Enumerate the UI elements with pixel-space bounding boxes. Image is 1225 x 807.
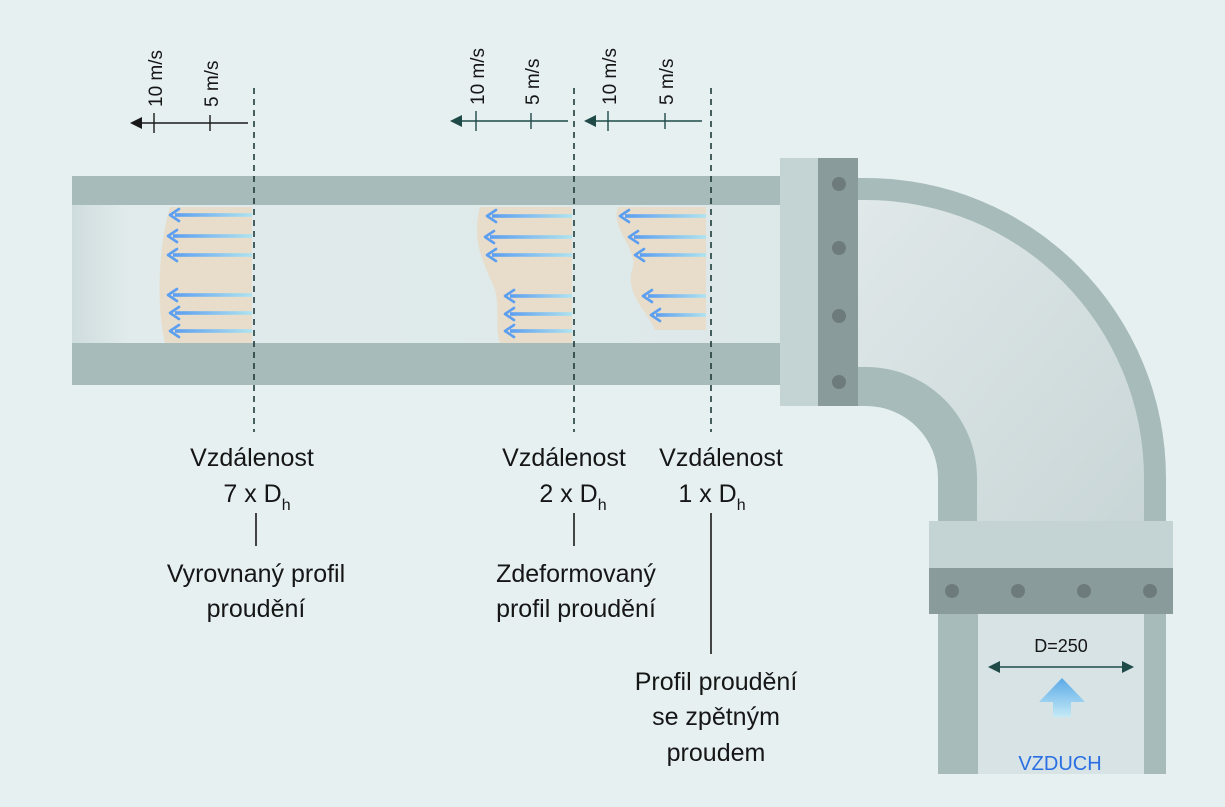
- inlet-duct: [929, 521, 1173, 774]
- duct-top-wall: [72, 176, 784, 205]
- flow-arrowhead-icon: [168, 207, 181, 223]
- flow-arrow-line: [173, 293, 252, 297]
- scale-label-10: 10 m/s: [600, 48, 621, 105]
- flow-arrowhead-icon: [503, 323, 516, 339]
- distance-multiplier: 1 x Dh: [678, 480, 745, 514]
- flow-arrow-line: [175, 329, 252, 333]
- flow-arrowhead-icon: [168, 323, 181, 339]
- inlet-collar: [929, 521, 1173, 568]
- flow-arrow-line: [648, 294, 706, 298]
- vertical-flange: [780, 158, 858, 406]
- velocity-scale-3: 10 m/s 5 m/s: [584, 48, 702, 131]
- distance-label: Vzdálenost: [659, 444, 783, 472]
- description-line-1: Vyrovnaný profil: [167, 560, 345, 588]
- flow-arrow-line: [640, 253, 706, 257]
- inlet-wall-right: [1144, 614, 1166, 774]
- air-up-arrow-icon: [1039, 678, 1085, 717]
- flow-arrow-line: [492, 253, 572, 257]
- bolt-icon: [832, 177, 846, 191]
- scale-arrowhead-icon: [450, 115, 462, 127]
- description-line-1: Zdeformovaný: [496, 560, 656, 588]
- flow-arrow-line: [175, 311, 252, 315]
- bolt-icon: [945, 584, 959, 598]
- duct-elbow: [858, 178, 1166, 522]
- velocity-profile-straight: [159, 207, 252, 343]
- flow-arrowhead-icon: [618, 208, 631, 224]
- flow-arrow-line: [634, 235, 706, 239]
- scale-label-5: 5 m/s: [202, 61, 223, 107]
- bolt-icon: [832, 375, 846, 389]
- velocity-profile-deformed: [477, 207, 572, 343]
- flow-arrowhead-icon: [485, 247, 498, 263]
- duct-bottom-wall: [72, 343, 784, 385]
- scale-label-5: 5 m/s: [523, 59, 544, 105]
- scale-arrowhead-icon: [130, 117, 142, 129]
- flow-arrow-line: [510, 294, 572, 298]
- section-1dh: Vzdálenost 1 x Dh Profil proudění se zpě…: [635, 444, 798, 767]
- description-line-2: se zpětným: [652, 703, 780, 731]
- flow-arrow-line: [173, 234, 252, 238]
- description-line-2: proudění: [207, 595, 306, 623]
- section-2dh: Vzdálenost 2 x Dh Zdeformovaný profil pr…: [496, 444, 656, 623]
- flow-arrowhead-icon: [168, 305, 181, 321]
- air-label: VZDUCH: [1018, 753, 1101, 775]
- scale-label-5: 5 m/s: [657, 59, 678, 105]
- distance-label: Vzdálenost: [502, 444, 626, 472]
- velocity-scale-1: 10 m/s 5 m/s: [130, 50, 248, 133]
- flow-arrowhead-icon: [166, 247, 179, 263]
- flow-arrowhead-icon: [627, 229, 640, 245]
- bolt-icon: [832, 309, 846, 323]
- flow-arrowhead-icon: [503, 288, 516, 304]
- flow-arrow-line: [625, 214, 706, 218]
- flow-arrow-line: [510, 329, 572, 333]
- bolt-icon: [1077, 584, 1091, 598]
- flow-arrowhead-icon: [166, 228, 179, 244]
- description-line-1: Profil proudění: [635, 668, 798, 696]
- elbow-inner: [858, 200, 1144, 522]
- flow-arrowhead-icon: [641, 288, 654, 304]
- section-7dh: Vzdálenost 7 x Dh Vyrovnaný profil proud…: [167, 444, 345, 623]
- flow-arrow-line: [175, 213, 252, 217]
- bolt-icon: [1011, 584, 1025, 598]
- diameter-label: D=250: [1034, 636, 1088, 656]
- flow-arrowhead-icon: [649, 307, 662, 323]
- flow-arrow-line: [656, 313, 706, 317]
- bolt-icon: [1143, 584, 1157, 598]
- flange-plate: [818, 158, 858, 406]
- flow-arrowhead-icon: [166, 287, 179, 303]
- flow-arrow-line: [492, 214, 572, 218]
- distance-multiplier: 7 x Dh: [223, 480, 290, 514]
- inlet-annotation: D=250 VZDUCH: [988, 636, 1134, 775]
- inlet-wall-left: [938, 614, 978, 774]
- bolt-icon: [832, 241, 846, 255]
- flow-arrowhead-icon: [633, 247, 646, 263]
- description-line-2: profil proudění: [496, 595, 656, 623]
- scale-arrowhead-icon: [584, 115, 596, 127]
- description-line-3: proudem: [667, 739, 766, 767]
- flow-arrowhead-icon: [483, 229, 496, 245]
- flow-arrows: [166, 207, 706, 339]
- flow-arrow-line: [173, 253, 252, 257]
- dimension-arrow-left-icon: [988, 661, 1000, 673]
- dimension-arrow-right-icon: [1122, 661, 1134, 673]
- flow-arrow-line: [490, 235, 572, 239]
- velocity-scale-2: 10 m/s 5 m/s: [450, 48, 568, 131]
- flow-arrowhead-icon: [503, 306, 516, 322]
- distance-label: Vzdálenost: [190, 444, 314, 472]
- flow-arrowhead-icon: [485, 208, 498, 224]
- scale-label-10: 10 m/s: [146, 50, 167, 107]
- inlet-flange-plate: [929, 568, 1173, 614]
- scale-label-10: 10 m/s: [468, 48, 489, 105]
- flow-arrow-line: [510, 312, 572, 316]
- flange-collar: [780, 158, 818, 406]
- distance-multiplier: 2 x Dh: [539, 480, 606, 514]
